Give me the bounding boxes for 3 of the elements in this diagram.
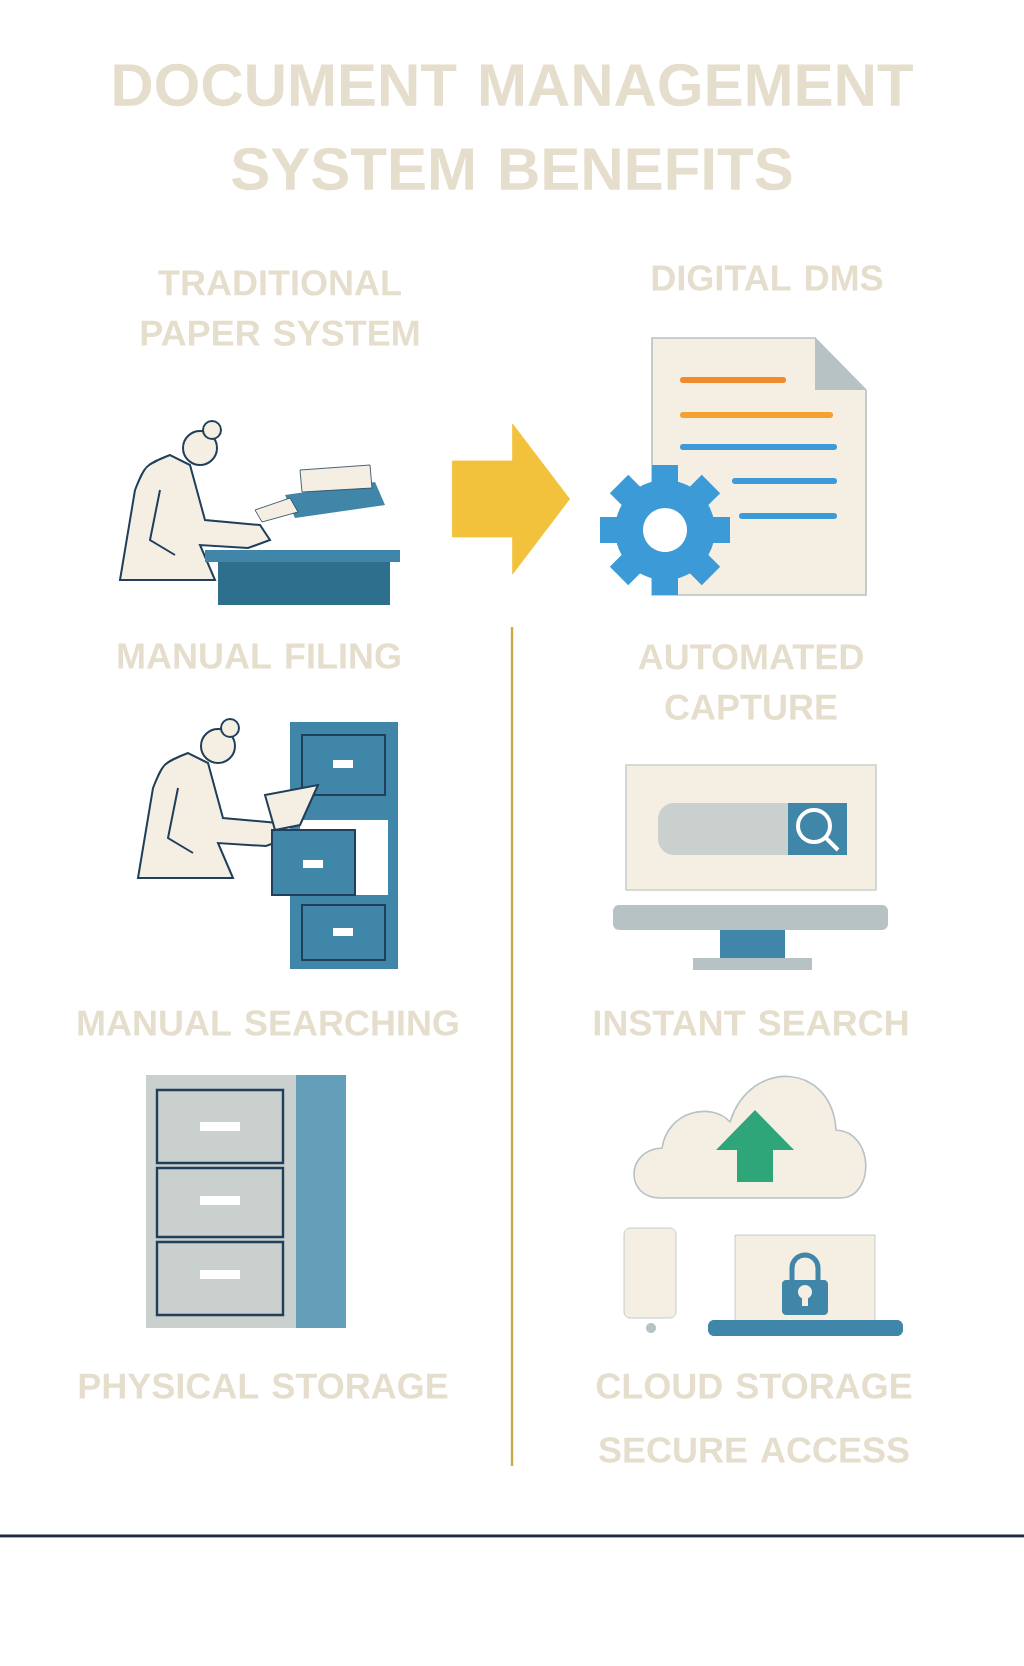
- person-at-desk-drawing: [119, 420, 400, 605]
- document-with-gear-drawing: [600, 337, 867, 596]
- arrow: [452, 423, 570, 575]
